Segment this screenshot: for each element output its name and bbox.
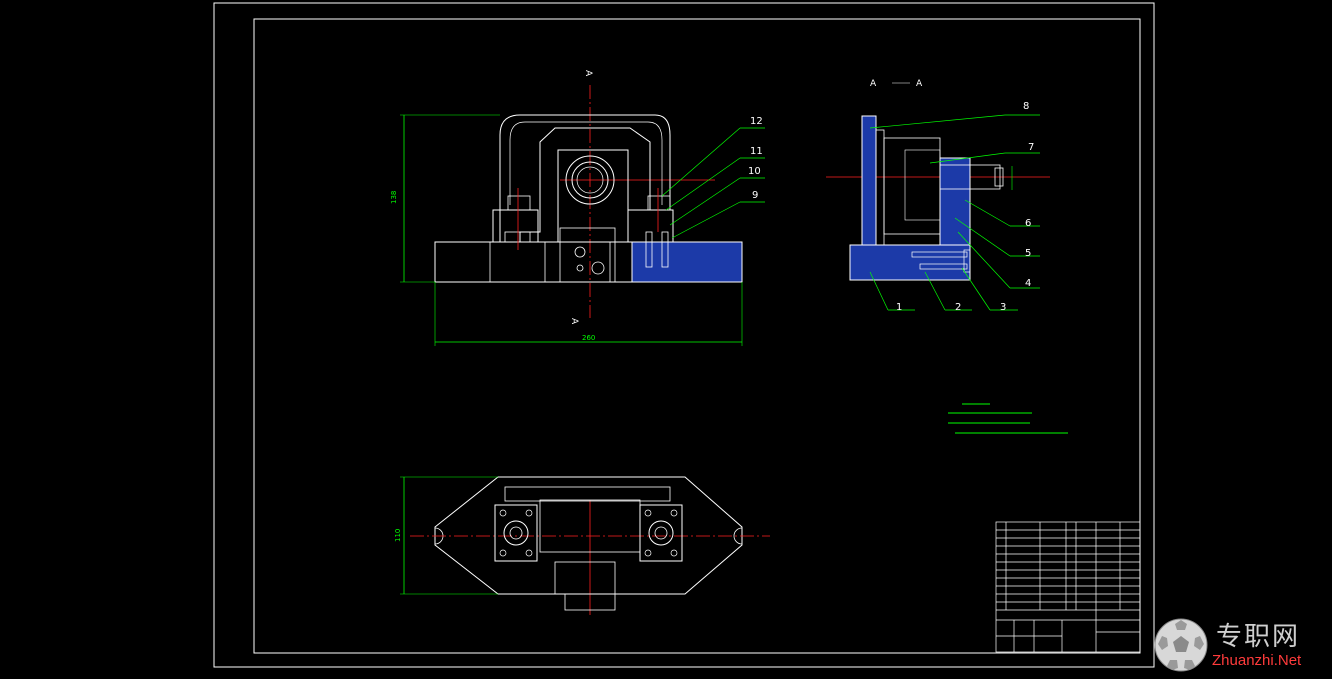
callout-5: 5 <box>1025 248 1031 259</box>
watermark: 专职网 Zhuanzhi.Net <box>1150 612 1332 679</box>
callout-4: 4 <box>1025 278 1031 289</box>
callout-3: 3 <box>1000 302 1006 313</box>
section-mark-bottom: A <box>569 318 579 325</box>
outer-frame <box>213 2 1155 668</box>
section-title-right: A <box>916 79 923 89</box>
callout-12: 12 <box>750 116 763 127</box>
section-title-left: A <box>870 79 877 89</box>
watermark-site-url: Zhuanzhi.Net <box>1212 652 1302 669</box>
callout-10: 10 <box>748 166 761 177</box>
watermark-site-name: 专职网 <box>1216 622 1301 652</box>
callout-8: 8 <box>1023 101 1029 112</box>
inner-frame <box>253 18 1141 654</box>
section-mark-top: A <box>583 70 593 77</box>
soccer-ball-icon <box>1154 618 1208 672</box>
callout-1: 1 <box>896 302 902 313</box>
technical-notes <box>948 403 1068 434</box>
callout-6: 6 <box>1025 218 1031 229</box>
callout-9: 9 <box>752 190 758 201</box>
section-view <box>826 82 1050 311</box>
callout-7: 7 <box>1028 142 1034 153</box>
front-dim-width: 260 <box>582 334 595 342</box>
callout-2: 2 <box>955 302 961 313</box>
top-dim-height: 110 <box>394 529 402 542</box>
front-view <box>400 85 765 346</box>
front-dim-height: 138 <box>390 191 398 204</box>
top-view <box>400 476 770 615</box>
title-block <box>995 521 1141 653</box>
callout-11: 11 <box>750 146 763 157</box>
